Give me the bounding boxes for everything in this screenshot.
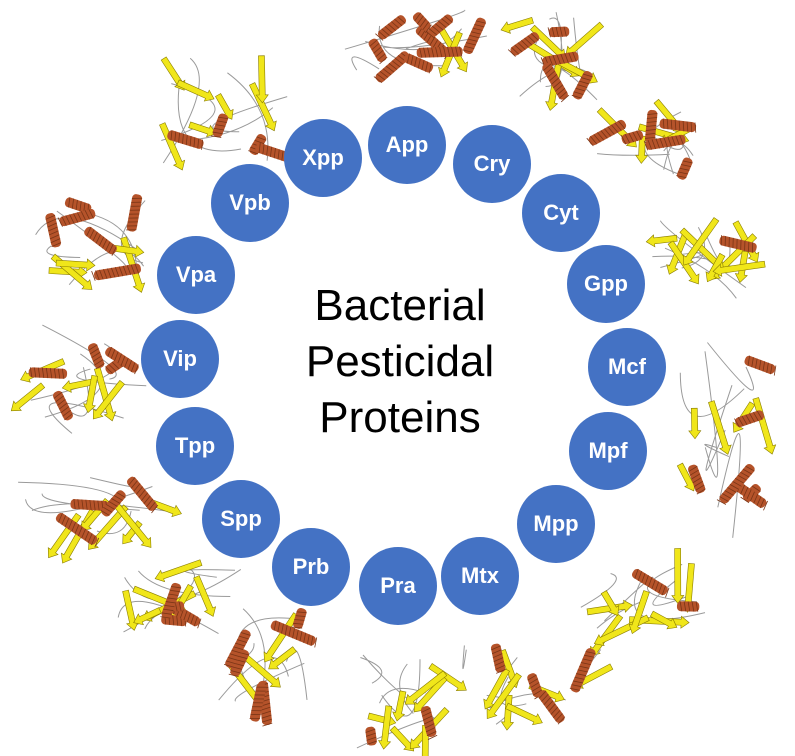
family-circle-spp: Spp [202,480,280,558]
protein-structure [645,217,766,299]
protein-structure [10,324,147,434]
family-circle-mtx: Mtx [441,537,519,615]
protein-structure [462,643,614,731]
family-circle-vip: Vip [141,320,219,398]
protein-structure [580,548,706,657]
protein-structure [35,194,146,293]
family-circle-xpp: Xpp [284,119,362,197]
protein-structure [500,12,605,111]
protein-structure [218,607,318,727]
protein-structure [356,654,467,756]
diagram-title: Bacterial Pesticidal Proteins [260,278,540,446]
protein-structure [117,559,242,635]
title-line-1: Bacterial [314,281,486,330]
family-circle-prb: Prb [272,528,350,606]
protein-structure [344,9,487,84]
family-circle-app: App [368,106,446,184]
family-circle-gpp: Gpp [567,245,645,323]
family-circle-tpp: Tpp [156,407,234,485]
family-circle-mpp: Mpp [517,485,595,563]
family-circle-mpf: Mpf [569,412,647,490]
protein-structure [586,98,697,180]
family-circle-pra: Pra [359,547,437,625]
protein-structure [676,342,777,538]
family-circle-vpb: Vpb [211,164,289,242]
family-circle-cyt: Cyt [522,174,600,252]
title-line-3: Proteins [319,393,481,442]
family-circle-vpa: Vpa [157,236,235,314]
protein-structure [18,476,182,564]
family-circle-cry: Cry [453,125,531,203]
protein-structure [159,55,297,171]
family-circle-mcf: Mcf [588,328,666,406]
title-line-2: Pesticidal [305,337,495,386]
